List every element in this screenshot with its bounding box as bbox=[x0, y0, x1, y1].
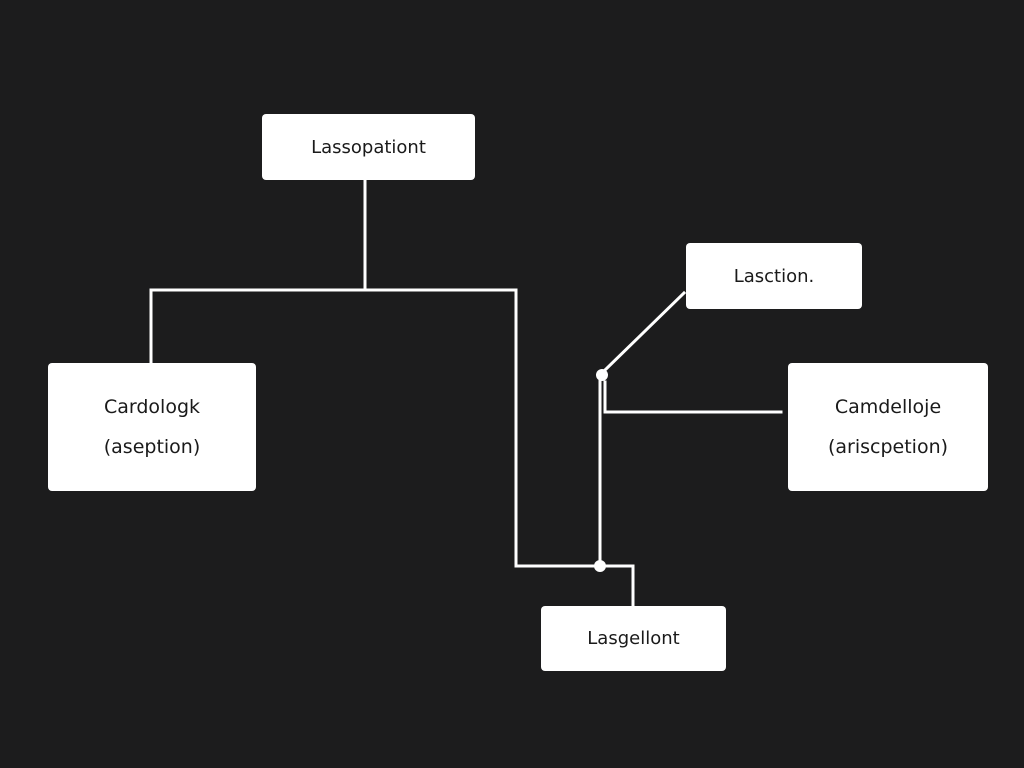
node-bottom: Lasgellont bbox=[541, 606, 726, 671]
node-right-subtitle: (ariscpetion) bbox=[827, 436, 949, 458]
node-left: Cardologk (aseption) bbox=[48, 363, 256, 491]
node-right-title: Camdelloje bbox=[834, 396, 942, 418]
node-right-top: Lasction. bbox=[686, 243, 862, 309]
node-top: Lassopationt bbox=[262, 114, 475, 180]
junction-dot-lower bbox=[594, 560, 606, 572]
node-left-title: Cardologk bbox=[103, 396, 201, 418]
junction-dot-upper bbox=[596, 369, 608, 381]
node-right: Camdelloje (ariscpetion) bbox=[788, 363, 988, 491]
node-bottom-label: Lasgellont bbox=[587, 628, 680, 649]
node-right-top-label: Lasction. bbox=[733, 265, 815, 287]
node-top-label: Lassopationt bbox=[311, 136, 426, 158]
connector-diagonal-to-right-top bbox=[599, 290, 687, 376]
node-left-subtitle: (aseption) bbox=[103, 436, 201, 458]
